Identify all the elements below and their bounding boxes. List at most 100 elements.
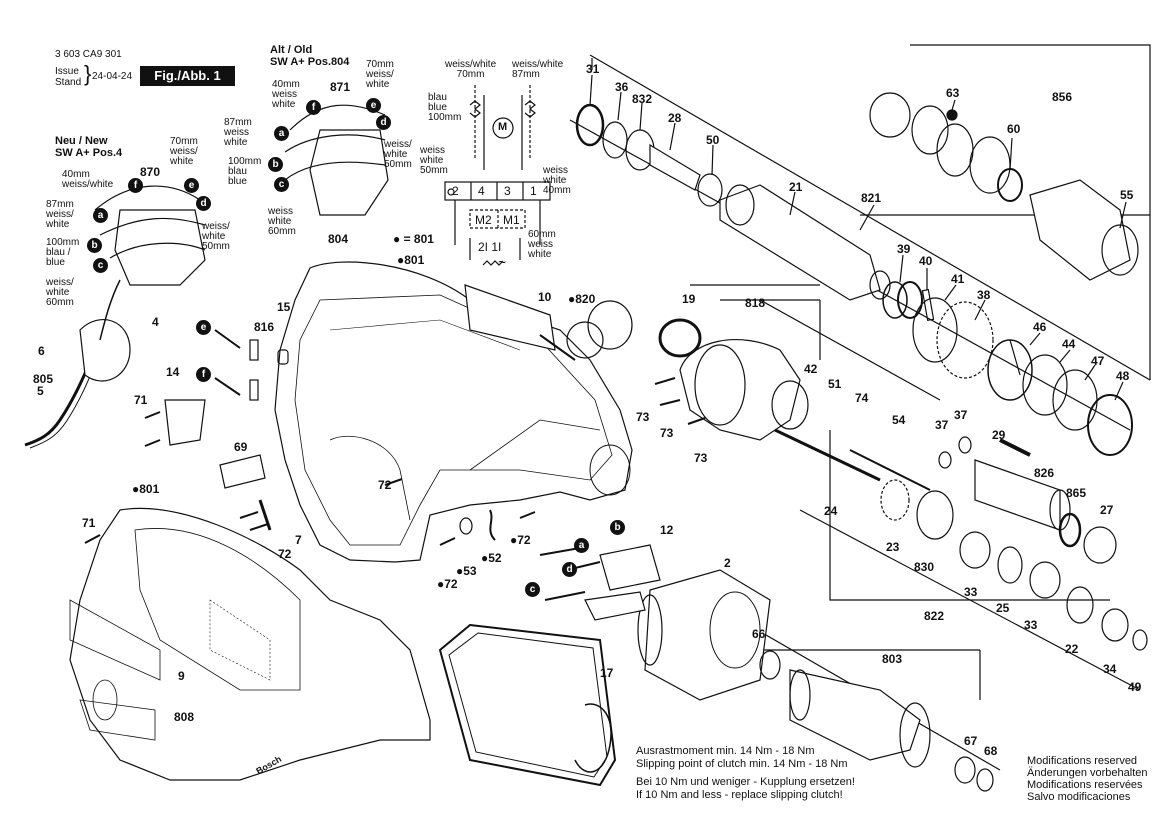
callout-letter: d: [376, 115, 391, 130]
part-label: 865: [1066, 486, 1087, 500]
part-label: 5: [37, 384, 44, 398]
part-label: 73: [694, 451, 708, 465]
callout-letter: e: [196, 320, 211, 335]
part-label: 49: [1128, 680, 1142, 694]
callout-letter: b: [87, 238, 102, 253]
part-label: 803: [882, 652, 903, 666]
figure-label: Fig./Abb. 1: [140, 66, 235, 86]
part-label: 46: [1033, 320, 1047, 334]
part-label: ●801: [132, 482, 160, 496]
callout-letter: c: [274, 177, 289, 192]
wire-label: 87mm weiss/ white: [46, 199, 74, 230]
switch-new-title1: Neu / New: [55, 135, 108, 147]
wire-label: weiss/ white 50mm: [384, 139, 412, 170]
part-label: 832: [632, 92, 653, 106]
part-label: 9: [178, 669, 185, 683]
part-label: 6: [38, 344, 45, 358]
callout-letter: e: [184, 178, 199, 193]
part-label: 55: [1120, 188, 1134, 202]
part-label: 830: [914, 560, 935, 574]
part-label: 72: [278, 547, 292, 561]
part-label: 38: [977, 288, 991, 302]
part-label: 44: [1062, 337, 1076, 351]
modifications-en: Modifications reserved: [1027, 755, 1138, 767]
gear-housing: [679, 339, 801, 441]
part-label: 63: [946, 86, 960, 100]
part-label: ●72: [510, 533, 531, 547]
outer-shell: [69, 507, 431, 781]
part-label: 54: [892, 413, 906, 427]
part-label: 71: [134, 393, 148, 407]
wire-label: 87mm weiss white: [224, 117, 252, 148]
terminal-label: 4: [478, 184, 485, 198]
part-label-text: 801: [139, 482, 160, 496]
part-label: 40: [919, 254, 933, 268]
terminal-label: 3: [504, 184, 511, 198]
part-label: 25: [996, 601, 1010, 615]
part-label: 47: [1091, 354, 1105, 368]
part-label: 23: [886, 540, 900, 554]
part-label: 31: [586, 62, 600, 76]
legend-801: ● = 801: [393, 232, 434, 246]
wire-label: 70mm weiss/ white: [170, 136, 198, 167]
part-label: 28: [668, 111, 682, 125]
callout-letter: e: [366, 98, 381, 113]
part-label-text: 53: [463, 564, 477, 578]
part-label: 856: [1052, 90, 1073, 104]
part-label: ●72: [437, 577, 458, 591]
stand-label: Stand: [55, 77, 82, 88]
modifications-es: Salvo modificaciones: [1027, 791, 1131, 803]
callout-letter: b: [268, 157, 283, 172]
axis-line-upper: [589, 54, 1151, 381]
part-label: 870: [140, 165, 161, 179]
part-label: 34: [1103, 662, 1117, 676]
part-label: ●52: [481, 551, 502, 565]
modifications-fr: Modifications reservées: [1027, 779, 1143, 791]
part-label: ●53: [456, 564, 477, 578]
mains-terminals: 2I 1I: [478, 240, 502, 254]
terminal-label: 2: [452, 184, 459, 198]
m2-label: M2: [475, 213, 492, 227]
wiring-label: weiss/white 70mm: [445, 59, 497, 80]
callout-letter: c: [525, 582, 540, 597]
wire-label: 100mm blau / blue: [46, 237, 80, 268]
part-label: 822: [924, 609, 945, 623]
callout-letter: f: [196, 367, 211, 382]
callout-letter: a: [274, 126, 289, 141]
modifications-de: Änderungen vorbehalten: [1027, 767, 1148, 779]
armature: [789, 669, 921, 761]
spindle: [719, 184, 881, 301]
part-label: 21: [789, 180, 803, 194]
part-label: 24: [824, 504, 838, 518]
part-label: 808: [174, 710, 195, 724]
callout-letter: b: [610, 520, 625, 535]
part-label: 29: [992, 428, 1006, 442]
part-label: 15: [277, 300, 291, 314]
callout-letter: d: [562, 562, 577, 577]
switch-new-title2: SW A+ Pos.4: [55, 147, 123, 159]
m1-label: M1: [503, 213, 520, 227]
part-label: 41: [951, 272, 965, 286]
wire-label: 40mm weiss/white: [62, 169, 114, 190]
wire-label: weiss white 60mm: [268, 206, 296, 237]
terminal-label: 1: [530, 184, 537, 198]
switch-old-title1: Alt / Old: [270, 44, 313, 56]
callout-letter: c: [93, 258, 108, 273]
wiring-label: 60mm weiss white: [528, 229, 556, 260]
part-label: 22: [1065, 642, 1079, 656]
part-label: 51: [828, 377, 842, 391]
part-label: 60: [1007, 122, 1021, 136]
part-label: 67: [964, 734, 978, 748]
part-label: 10: [538, 290, 552, 304]
wiring-label: blau blue 100mm: [428, 92, 462, 123]
issue-label: Issue: [55, 66, 79, 77]
wire-label: 40mm weiss white: [272, 79, 300, 110]
motor-symbol: [492, 117, 514, 139]
part-label: 805: [33, 372, 54, 386]
part-label: 48: [1116, 369, 1130, 383]
part-label: 42: [804, 362, 818, 376]
part-label-text: 52: [488, 551, 502, 565]
part-label-text: 820: [575, 292, 596, 306]
part-label: 37: [935, 418, 949, 432]
part-label-text: 72: [517, 533, 531, 547]
